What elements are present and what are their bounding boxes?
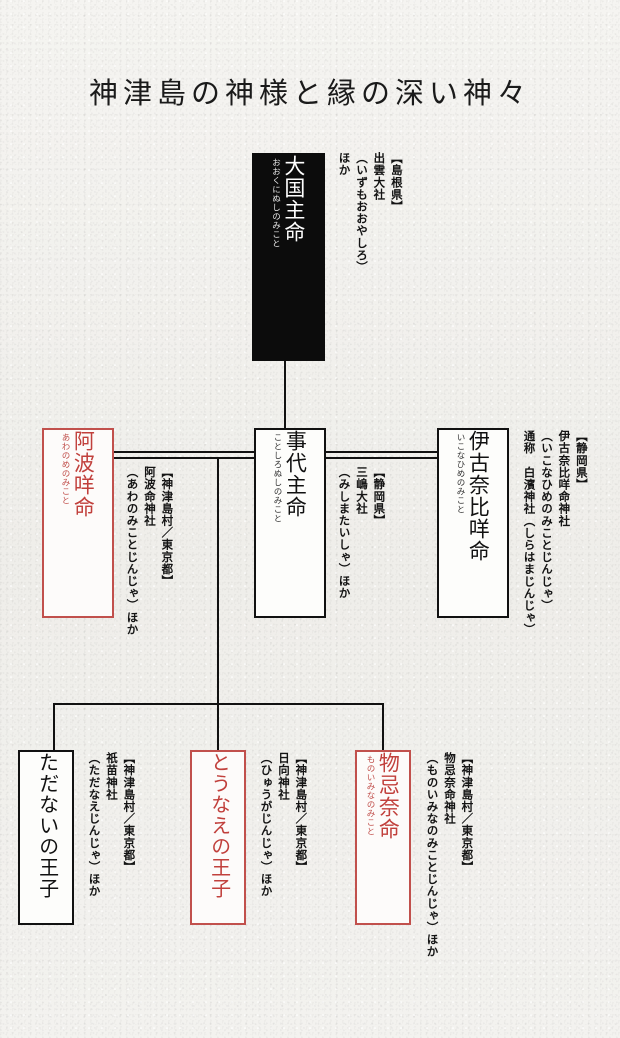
node-monoimina[interactable]: 物忌奈命 ものいみなのみこと — [355, 750, 411, 925]
note-tounae: 【神津島村／東京都】 日向神社 （ひゅうがじんじゃ）ほか — [259, 752, 307, 898]
connector-drop-tounae — [217, 703, 219, 751]
node-tadanai[interactable]: ただないの王子 — [18, 750, 74, 925]
connector-marriage-left-upper — [112, 451, 256, 453]
node-ikonahime[interactable]: 伊古奈比咩命 いこなひめのみこと — [437, 428, 509, 618]
connector-okuninushi-descent — [284, 360, 286, 430]
node-okuninushi[interactable]: 大国主命 おおくにぬしのみこと — [252, 153, 325, 361]
node-ikonahime-name: 伊古奈比咩命 — [466, 430, 491, 562]
note-okuninushi: 【島根県】 出雲大社 （いずもおおやしろ） ほか — [337, 152, 402, 273]
node-tounae-name: とうなえの王子 — [207, 752, 230, 899]
node-okuninushi-name: 大国主命 — [281, 155, 306, 243]
connector-marriage-left-lower — [112, 457, 256, 459]
node-tadanai-name: ただないの王子 — [35, 752, 58, 899]
connector-children-stem — [217, 457, 219, 704]
node-ikonahime-reading: いこなひめのみこと — [455, 433, 466, 514]
node-awanome[interactable]: 阿波咩命 あわのめのみこと — [42, 428, 114, 618]
node-tounae[interactable]: とうなえの王子 — [190, 750, 246, 925]
node-kotoshironushi-name: 事代主命 — [283, 430, 308, 518]
note-kotoshironushi: 【静岡県】 三嶋大社 （みしまたいしゃ）ほか — [337, 466, 385, 600]
note-monoimina: 【神津島村／東京都】 物忌奈命神社 （ものいみなのみことじんじゃ）ほか — [425, 752, 473, 958]
connector-marriage-right-upper — [325, 451, 438, 453]
page-title: 神津島の神様と縁の深い神々 — [88, 78, 531, 110]
connector-marriage-right-lower — [325, 457, 438, 459]
connector-drop-monoimina — [382, 703, 384, 751]
note-tadanai: 【神津島村／東京都】 祇苗神社 （ただなえじんじゃ）ほか — [87, 752, 135, 898]
connector-drop-tadanai — [53, 703, 55, 751]
note-ikonahime: 【静岡県】 伊古奈比咩命神社 （いこなひめのみことじんじゃ） 通称 白濱神社（し… — [522, 430, 587, 636]
note-awanome: 【神津島村／東京都】 阿波命神社 （あわのみことじんじゃ）ほか — [125, 466, 173, 636]
node-monoimina-name: 物忌奈命 — [376, 752, 401, 840]
node-awanome-reading: あわのめのみこと — [60, 433, 71, 505]
node-awanome-name: 阿波咩命 — [71, 430, 96, 518]
node-kotoshironushi-reading: ことしろぬしのみこと — [272, 433, 283, 523]
node-okuninushi-reading: おおくにぬしのみこと — [271, 158, 282, 248]
node-monoimina-reading: ものいみなのみこと — [365, 755, 376, 836]
node-kotoshironushi[interactable]: 事代主命 ことしろぬしのみこと — [254, 428, 326, 618]
